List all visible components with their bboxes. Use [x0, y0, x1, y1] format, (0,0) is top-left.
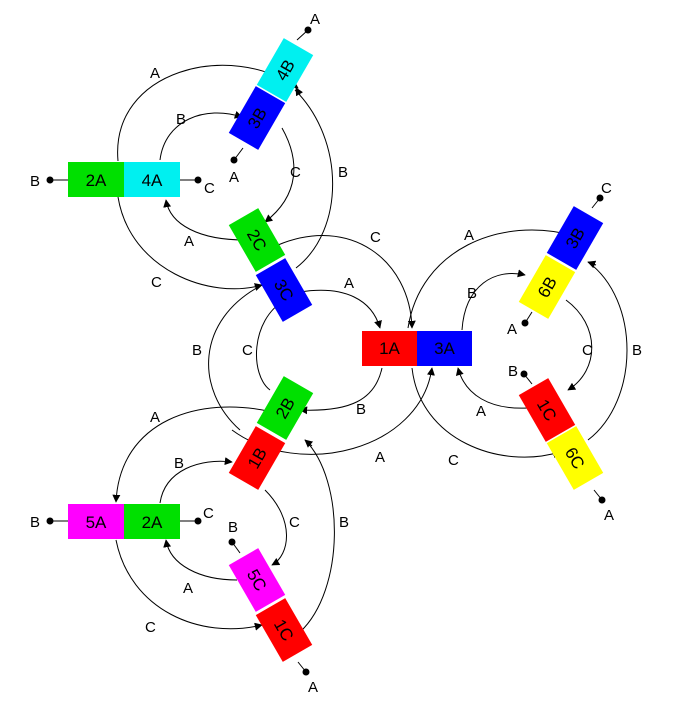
label-term-3B: A: [229, 169, 239, 186]
block-6C: 6C: [546, 426, 604, 490]
label-term-4B: A: [310, 11, 320, 28]
label-arc-top-right-b: B: [338, 164, 348, 181]
svg-text:1A: 1A: [379, 339, 400, 358]
label-arc-center-a-bot: A: [375, 449, 385, 466]
block-6B: 6B: [518, 255, 576, 319]
block-5A: 5A: [68, 504, 124, 539]
label-term-6B: A: [507, 321, 517, 338]
arc-top-right-c: [264, 127, 295, 223]
arc-bot-b-right: [299, 439, 335, 633]
arrow-top-right-b: [295, 87, 304, 97]
diagram-labels: A A B C A B A C C B C A B C B A A B C B …: [30, 11, 642, 696]
label-arc-top-mid: B: [176, 111, 186, 128]
arc-bot-a-inner: [163, 539, 238, 581]
block-1C-bottom: 1C: [255, 598, 313, 662]
label-term-2A-top: B: [30, 173, 40, 190]
label-arc-right-a: A: [464, 227, 474, 244]
arc-right-b-outer: [587, 261, 628, 441]
svg-text:2A: 2A: [142, 513, 163, 532]
label-term-5C: B: [228, 519, 238, 536]
arc-right-a: [407, 229, 576, 329]
label-arc-right-c-inner: C: [582, 342, 593, 359]
label-term-3B-right: C: [601, 180, 612, 197]
block-1A: 1A: [362, 331, 417, 366]
label-arc-top-outer-c: C: [151, 274, 162, 291]
block-3C: 3C: [255, 258, 313, 322]
block-3A: 3A: [417, 331, 472, 366]
label-arc-bot-b-right: B: [339, 514, 349, 531]
block-3B-top: 3B: [228, 86, 286, 150]
block-1C-right: 1C: [518, 378, 576, 442]
arc-right-c-bot: [411, 367, 561, 458]
label-term-2A-bottom: C: [203, 505, 214, 522]
arc-bot-c-right: [264, 489, 287, 566]
arc-bot-c-outer: [115, 539, 263, 631]
label-arc-right-c-bot: C: [448, 452, 459, 469]
svg-text:5A: 5A: [86, 513, 107, 532]
arc-right-b: [461, 269, 526, 331]
block-4A: 4A: [124, 162, 180, 197]
arc-top-mid: [159, 110, 243, 161]
block-4B: 4B: [256, 38, 314, 102]
label-arc-top-inner: A: [184, 233, 194, 250]
label-arc-center-b-bot: B: [356, 401, 366, 418]
blocks: 1A 3A 2A 4A 4B 3B 2C 3C: [68, 38, 604, 662]
label-arc-right-a-inner: A: [476, 403, 486, 420]
arrow-right-b-outer: [587, 260, 597, 269]
arc-center-b-left: [208, 284, 263, 431]
svg-text:4A: 4A: [142, 171, 163, 190]
arc-top-outer-c: [117, 196, 263, 291]
block-5C: 5C: [228, 548, 286, 612]
arc-right-a-inner: [455, 367, 529, 409]
arc-center-c: [277, 235, 416, 329]
label-arc-bot-a-inner: A: [183, 580, 193, 597]
terminal-leads: [46, 26, 606, 676]
arc-right-c-inner: [565, 299, 593, 391]
label-arc-bot-c-outer: C: [145, 619, 156, 636]
label-term-4A: C: [204, 180, 215, 197]
label-term-1C-right: B: [508, 363, 518, 380]
block-2A-top: 2A: [68, 162, 124, 197]
label-arc-bot-b: B: [174, 455, 184, 472]
label-arc-center-c: C: [370, 229, 381, 246]
block-2A-bottom: 2A: [124, 504, 180, 539]
arrow-bot-b-right: [304, 439, 314, 448]
arc-top-right-b: [294, 89, 333, 269]
block-3B-right: 3B: [546, 206, 604, 270]
label-arc-right-b-outer: B: [632, 342, 642, 359]
label-arc-top-right-c: C: [290, 164, 301, 181]
label-arc-center-b-left: B: [192, 342, 202, 359]
arc-center-b-bot: [299, 367, 383, 415]
label-term-6C: A: [604, 507, 614, 524]
svg-text:3A: 3A: [434, 339, 455, 358]
arc-top-inner: [163, 199, 246, 241]
arc-center-a: [299, 289, 382, 329]
svg-text:2A: 2A: [86, 171, 107, 190]
label-arc-bot-c-right: C: [289, 514, 300, 531]
label-arc-bot-a-outer: A: [150, 409, 160, 426]
label-arc-top-outer: A: [150, 65, 160, 82]
block-2B: 2B: [256, 376, 314, 440]
arc-bot-a-outer: [112, 406, 273, 503]
label-arc-right-b: B: [467, 285, 477, 302]
block-2C: 2C: [228, 208, 286, 272]
label-term-5A: B: [30, 514, 40, 531]
label-arc-center-c-left: C: [242, 342, 253, 359]
label-term-1C-bottom: A: [308, 679, 318, 696]
label-arc-center-a: A: [344, 275, 354, 292]
block-1B: 1B: [228, 426, 286, 490]
arc-bot-b: [159, 457, 233, 504]
